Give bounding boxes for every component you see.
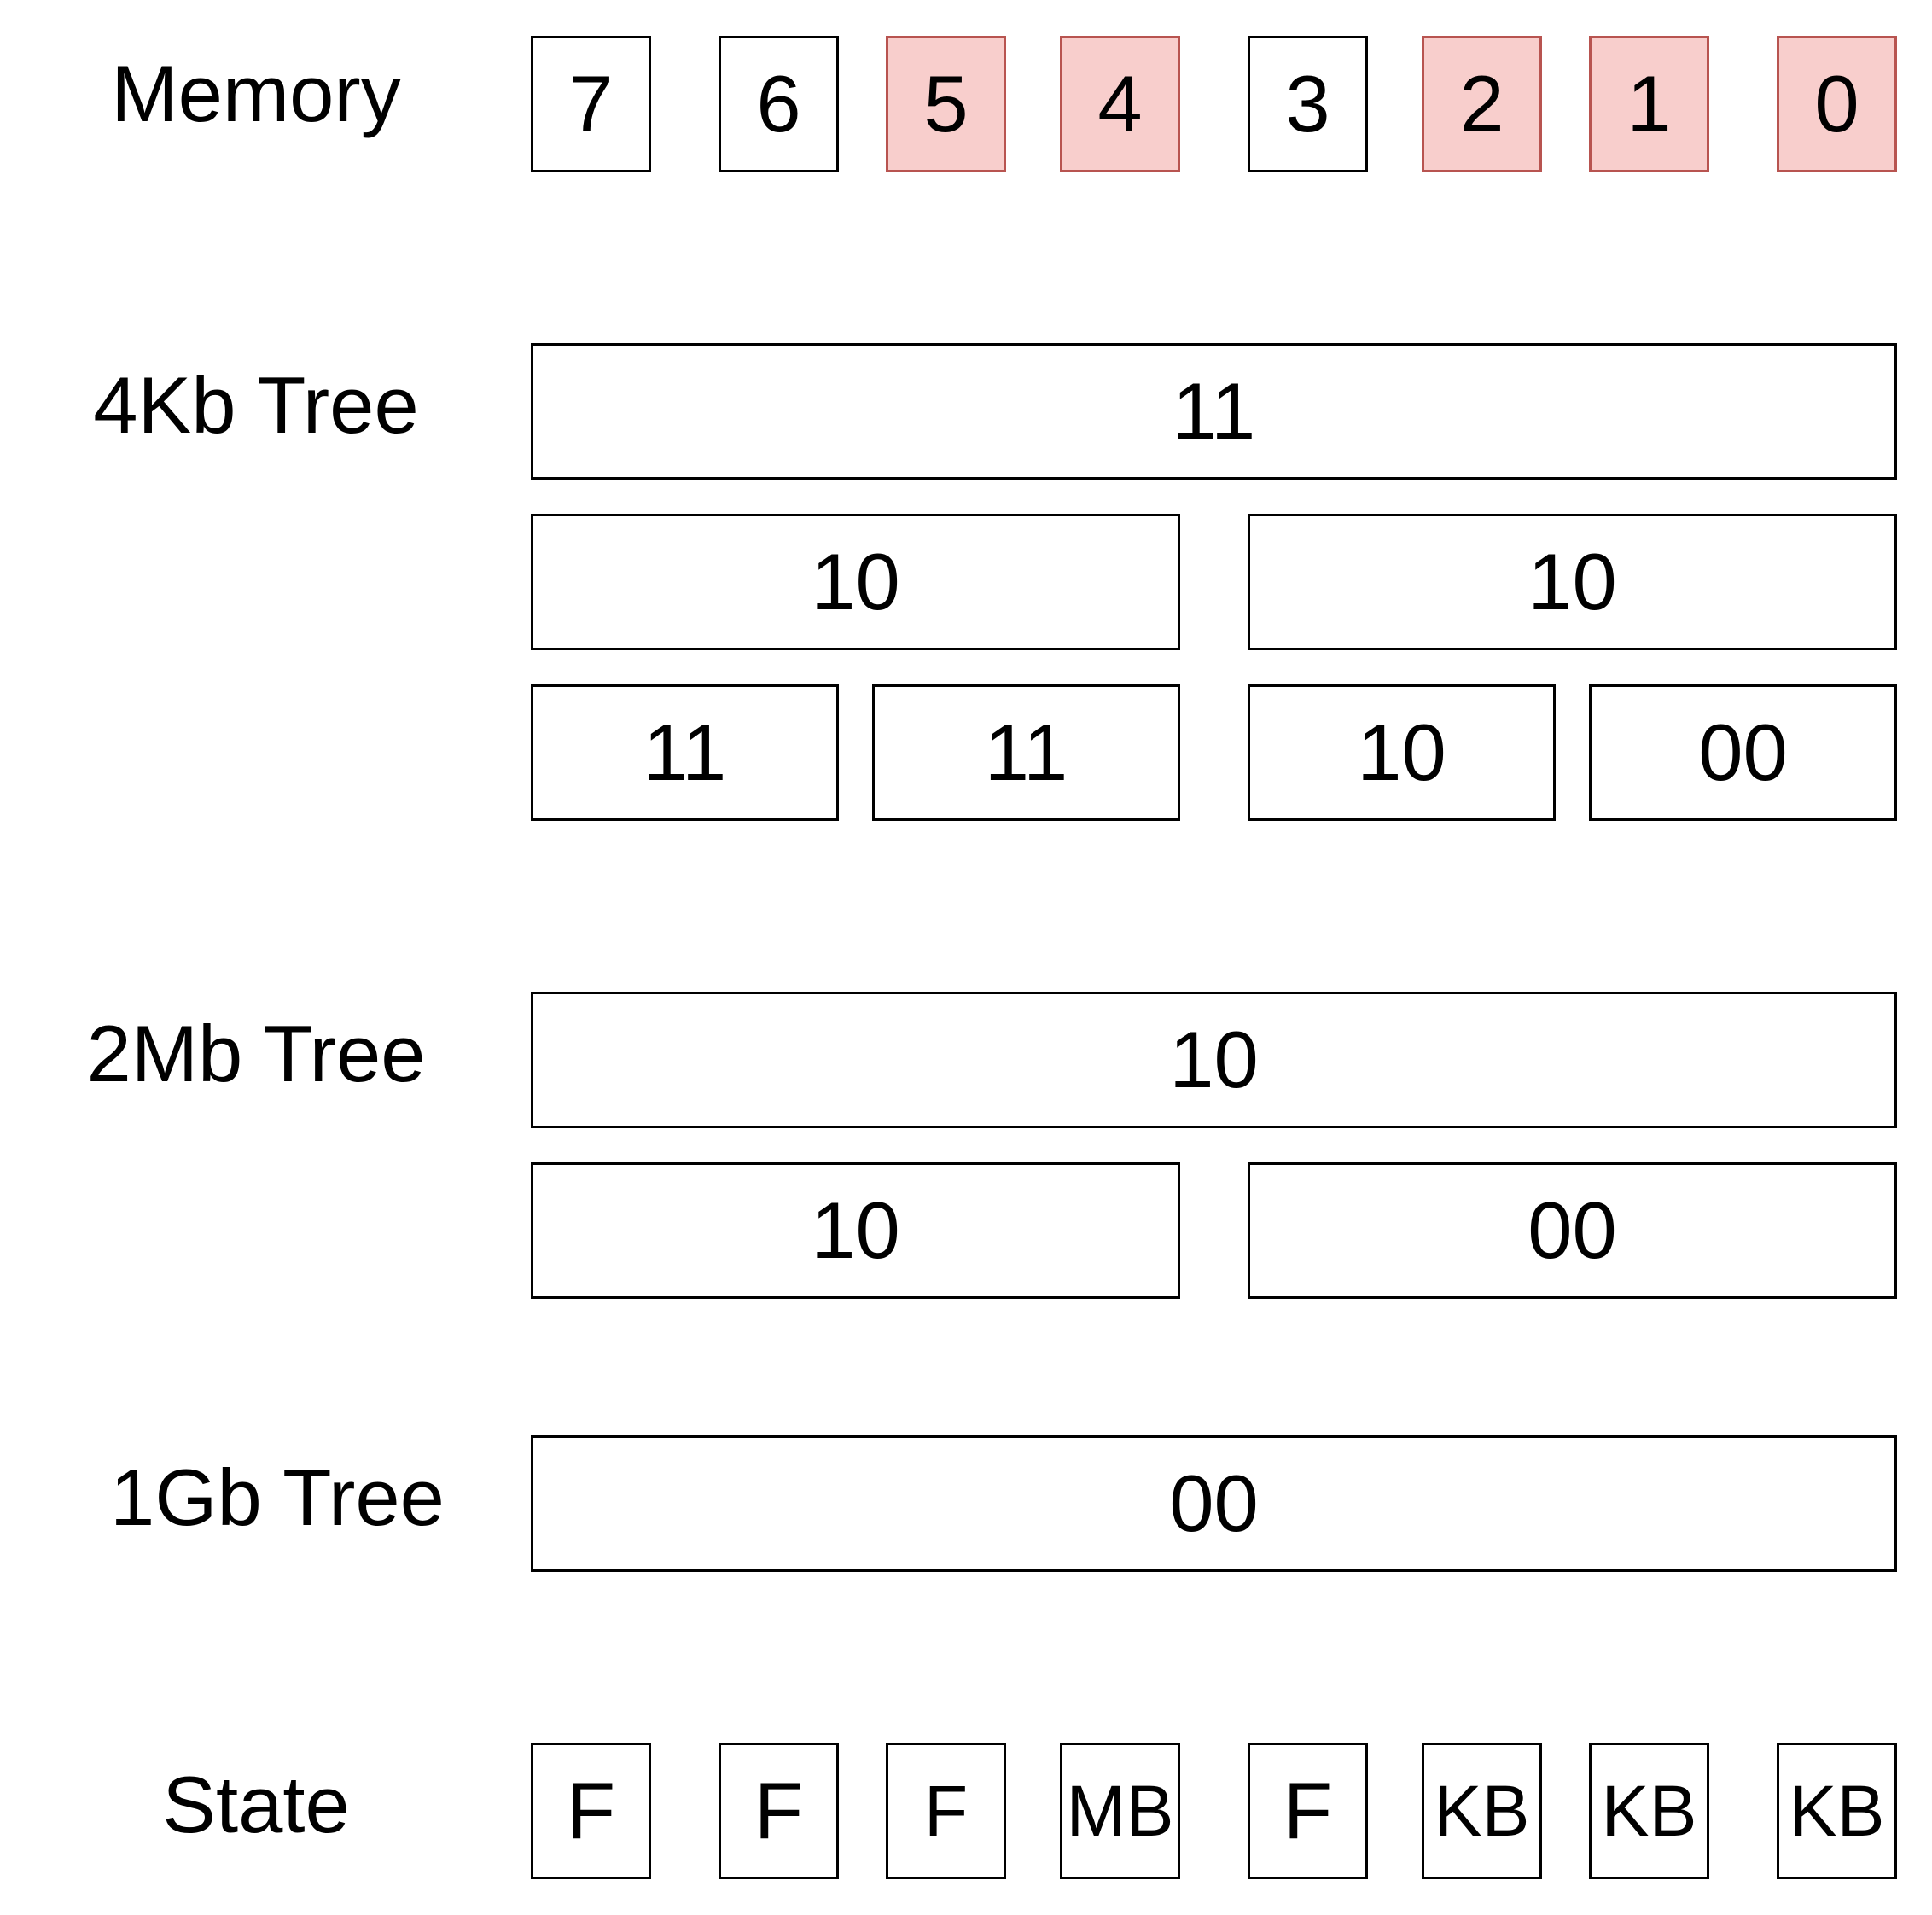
tree-2mb-row-label: 2Mb Tree — [86, 1009, 426, 1098]
tree-4kb-level2-node-3: 10 — [1248, 684, 1556, 821]
tree-4kb-row-label: 4Kb Tree — [93, 360, 419, 450]
memory-cell-2: 2 — [1422, 36, 1542, 172]
memory-cell-6: 6 — [719, 36, 839, 172]
memory-cell-1: 1 — [1589, 36, 1709, 172]
memory-cell-0: 0 — [1777, 36, 1897, 172]
tree-2mb-level1-node-left: 10 — [531, 1162, 1180, 1299]
memory-cell-3: 3 — [1248, 36, 1368, 172]
tree-2mb-level1-node-right: 00 — [1248, 1162, 1897, 1299]
tree-4kb-level2-node-4: 00 — [1589, 684, 1897, 821]
memory-cell-5: 5 — [886, 36, 1006, 172]
tree-1gb-root-node: 00 — [531, 1435, 1897, 1572]
tree-4kb-level2-node-1: 11 — [531, 684, 839, 821]
tree-2mb-root-node: 10 — [531, 992, 1897, 1128]
state-row-label: State — [162, 1760, 350, 1849]
tree-1gb-row-label: 1Gb Tree — [110, 1452, 445, 1542]
tree-4kb-root-node: 11 — [531, 343, 1897, 480]
tree-4kb-level1-node-right: 10 — [1248, 514, 1897, 650]
state-cell-5: F — [886, 1743, 1006, 1879]
state-cell-3: F — [1248, 1743, 1368, 1879]
state-cell-4: MB — [1060, 1743, 1180, 1879]
memory-cell-7: 7 — [531, 36, 651, 172]
tree-4kb-level2-node-2: 11 — [872, 684, 1180, 821]
state-cell-0: KB — [1777, 1743, 1897, 1879]
state-cell-7: F — [531, 1743, 651, 1879]
state-cell-2: KB — [1422, 1743, 1542, 1879]
memory-cell-4: 4 — [1060, 36, 1180, 172]
state-cell-6: F — [719, 1743, 839, 1879]
tree-4kb-level1-node-left: 10 — [531, 514, 1180, 650]
memory-row-label: Memory — [111, 49, 401, 138]
state-cell-1: KB — [1589, 1743, 1709, 1879]
